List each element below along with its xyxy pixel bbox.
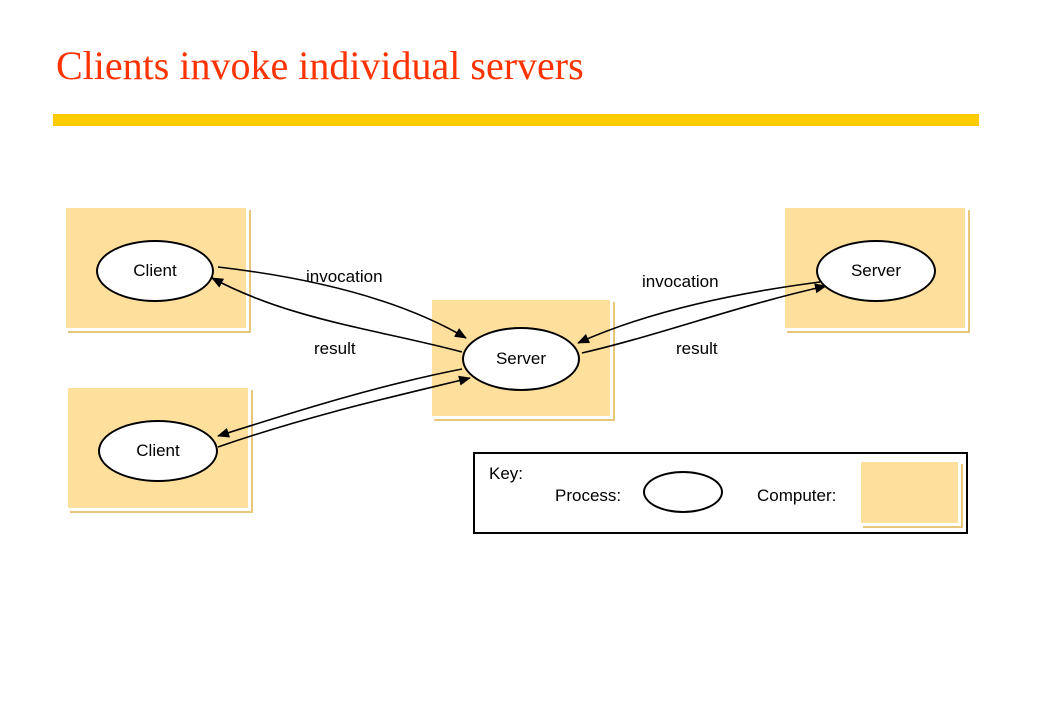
process-client-bottom: Client [98,420,218,482]
label-result-left: result [314,339,356,358]
title-rule [53,114,979,126]
arrow-invocation-bottom [217,375,471,448]
process-server-center: Server [462,327,580,391]
arrow-result-left [211,277,463,353]
key-process-swatch [643,471,723,513]
arrow-result-right [581,283,827,354]
process-server-right: Server [816,240,936,302]
label-invocation-right: invocation [642,272,719,291]
arrow-invocation-left [217,266,467,339]
key-computer-swatch [861,462,961,526]
label-result-right: result [676,339,718,358]
key-legend: Key: Process: Computer: [473,452,968,534]
arrow-result-bottom [217,368,463,438]
key-process-label: Process: [555,486,622,505]
process-client-top: Client [96,240,214,302]
label-invocation-left: invocation [306,267,383,286]
key-title: Key: [489,464,524,483]
slide-title: Clients invoke individual servers [56,43,584,88]
arrow-invocation-right [577,281,821,344]
key-computer-label: Computer: [757,486,837,505]
